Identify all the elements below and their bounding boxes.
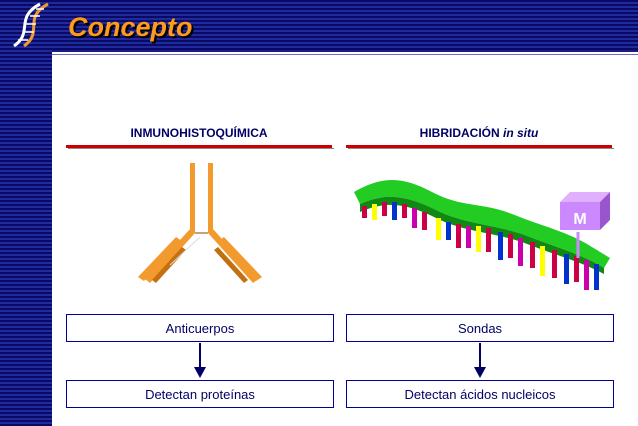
heading-in-situ-text: in situ: [503, 126, 539, 140]
dna-helix-icon: [13, 2, 49, 48]
left-heading-rule: [66, 145, 332, 148]
probes-box: Sondas: [346, 314, 614, 342]
left-down-arrow: [194, 343, 206, 378]
antibody-illustration: [138, 163, 262, 283]
header-divider-secondary: [52, 54, 638, 55]
heading-in-situ-hybridization: HIBRIDACIÓN in situ: [346, 126, 612, 140]
dna-probe-illustration: M: [354, 180, 610, 290]
right-heading-rule: [346, 145, 612, 148]
antibodies-box: Anticuerpos: [66, 314, 334, 342]
heading-hybridization-text: HIBRIDACIÓN: [419, 126, 503, 140]
heading-immunohistochemistry: INMUNOHISTOQUÍMICA: [130, 126, 268, 140]
top-banner: [0, 0, 638, 50]
detect-proteins-box: Detectan proteínas: [66, 380, 334, 408]
slide-title: Concepto: [68, 12, 193, 42]
probe-label: M: [573, 211, 586, 228]
detect-nucleic-acids-box: Detectan ácidos nucleicos: [346, 380, 614, 408]
right-heading-rule-shadow: [348, 148, 614, 149]
header-divider: [52, 50, 638, 52]
left-banner: [0, 0, 52, 426]
left-heading-rule-shadow: [68, 148, 334, 149]
right-down-arrow: [474, 343, 486, 378]
